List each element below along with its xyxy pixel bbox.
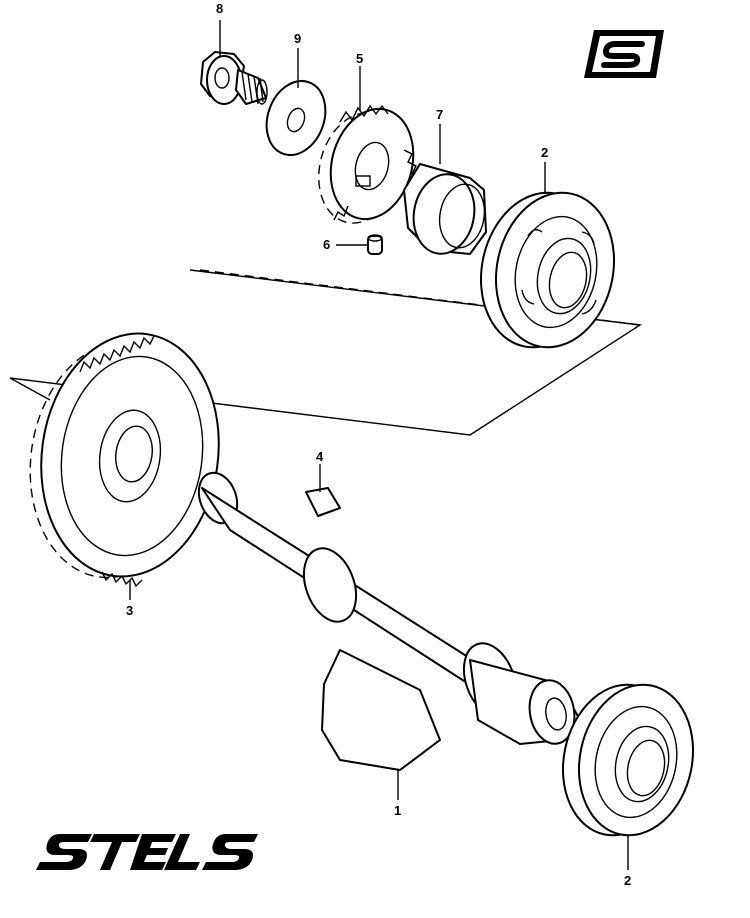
shaft-part — [197, 471, 581, 771]
part-label-7: 7 — [436, 107, 444, 122]
part-label-8: 8 — [216, 1, 224, 16]
ball-bearing-top-part — [479, 191, 616, 349]
part-label-4: 4 — [316, 449, 324, 464]
brand-wordmark-logo — [36, 834, 258, 870]
small-gear-part — [318, 104, 422, 224]
part-label-9: 9 — [294, 31, 302, 46]
part-label-6: 6 — [323, 237, 331, 252]
dowel-pin-part — [367, 234, 383, 255]
washer-part — [265, 80, 327, 156]
large-gear-part — [29, 332, 220, 588]
bushing-part — [403, 163, 487, 255]
woodruff-key-part — [305, 487, 341, 517]
part-label-5: 5 — [356, 51, 364, 66]
part-label-2-bottom: 2 — [624, 873, 632, 888]
flange-bolt-part — [200, 51, 268, 105]
leader-lines — [129, 20, 629, 870]
part-label-3: 3 — [126, 603, 134, 618]
part-label-2-top: 2 — [541, 145, 549, 160]
ball-bearing-bottom-part — [561, 683, 695, 837]
brand-emblem-logo — [584, 30, 664, 78]
part-label-1: 1 — [394, 803, 402, 818]
